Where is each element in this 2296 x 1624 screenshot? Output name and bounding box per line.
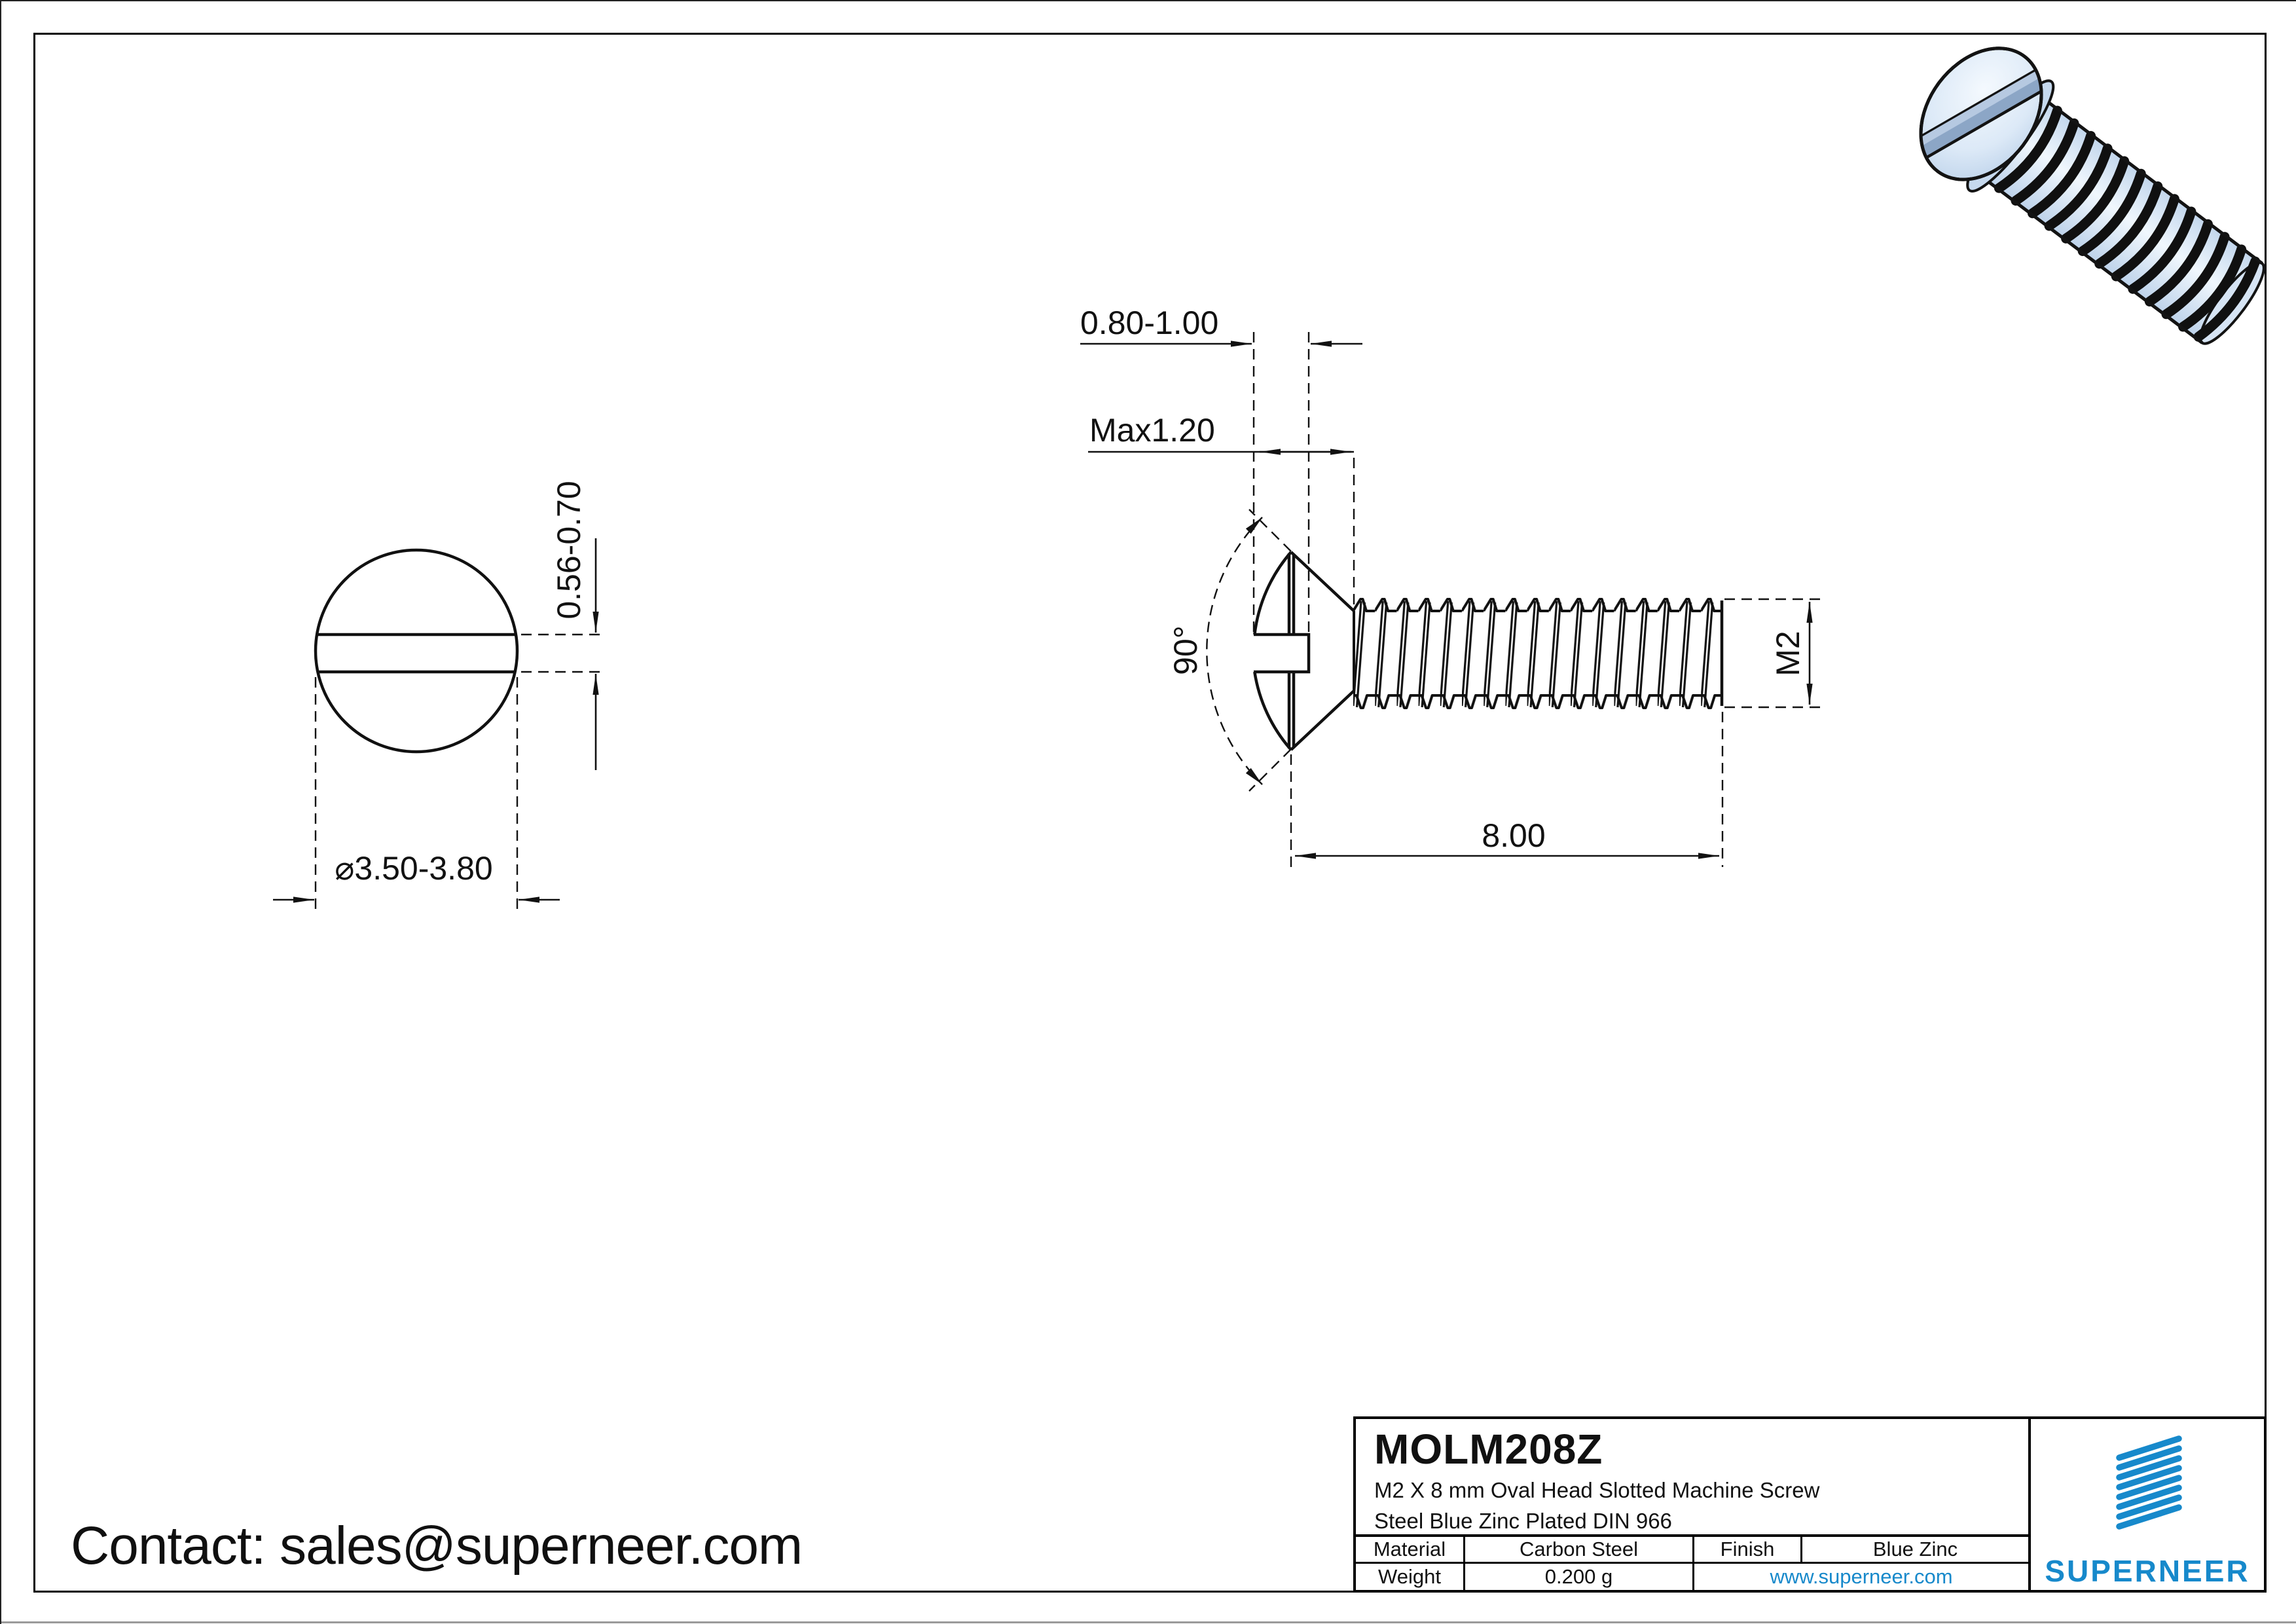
page-border-frame [33,33,2267,1593]
front-view: 0.56-0.70 ⌀3.50-3.80 [273,481,605,910]
side-dimension-lines [1080,341,1813,859]
weight-label: Weight [1356,1563,1465,1590]
material-value: Carbon Steel [1465,1537,1694,1564]
weight-value: 0.200 g [1465,1563,1694,1590]
website-cell: www.superneer.com [1694,1564,2028,1591]
brand-panel: SUPERNEER [2028,1419,2264,1590]
slot-lines [317,633,516,674]
side-extension-lines [1206,332,1821,867]
dim-slot-depth: 0.56-0.70 [551,481,587,619]
title-block: MOLM208Z M2 X 8 mm Oval Head Slotted Mac… [1353,1416,2267,1593]
threaded-shank [1353,597,1722,710]
superneer-logo-icon [2116,1435,2182,1530]
website-link[interactable]: www.superneer.com [1770,1564,1953,1588]
dim-slot-width: 0.80-1.00 [1080,304,1218,341]
contact-email-text: Contact: sales@superneer.com [71,1516,803,1576]
angle-arc-arrows [1245,517,1262,784]
dim-head-angle: 90° [1167,625,1204,675]
dim-thread-size: M2 [1770,631,1806,676]
title-block-description: MOLM208Z M2 X 8 mm Oval Head Slotted Mac… [1356,1419,2026,1534]
dim-head-height: Max1.20 [1089,412,1215,449]
thread-bands [1994,105,2261,342]
spec-table: Material Carbon Steel Finish Blue Zinc W… [1356,1534,2028,1590]
finish-value: Blue Zinc [1802,1537,2028,1564]
sheet-bottom-edge [1,1621,2296,1623]
dim-head-diameter: ⌀3.50-3.80 [335,850,492,887]
side-view: 0.80-1.00 Max1.20 90° M2 8.00 [1080,304,1821,867]
material-label: Material [1356,1537,1465,1564]
front-extension-lines [314,633,605,910]
part-number: MOLM208Z [1374,1426,1603,1473]
head-outline-circle [314,548,519,754]
front-dimension-lines [273,538,599,903]
description-line-2: Steel Blue Zinc Plated DIN 966 [1374,1508,1672,1533]
finish-label: Finish [1694,1537,1802,1564]
brand-name: SUPERNEER [2045,1554,2250,1588]
dim-length: 8.00 [1482,817,1545,854]
slot-notch [1254,633,1311,674]
description-line-1: M2 X 8 mm Oval Head Slotted Machine Scre… [1374,1478,1820,1502]
screw-3d-render [1906,46,2265,345]
head-profile [1253,551,1355,751]
